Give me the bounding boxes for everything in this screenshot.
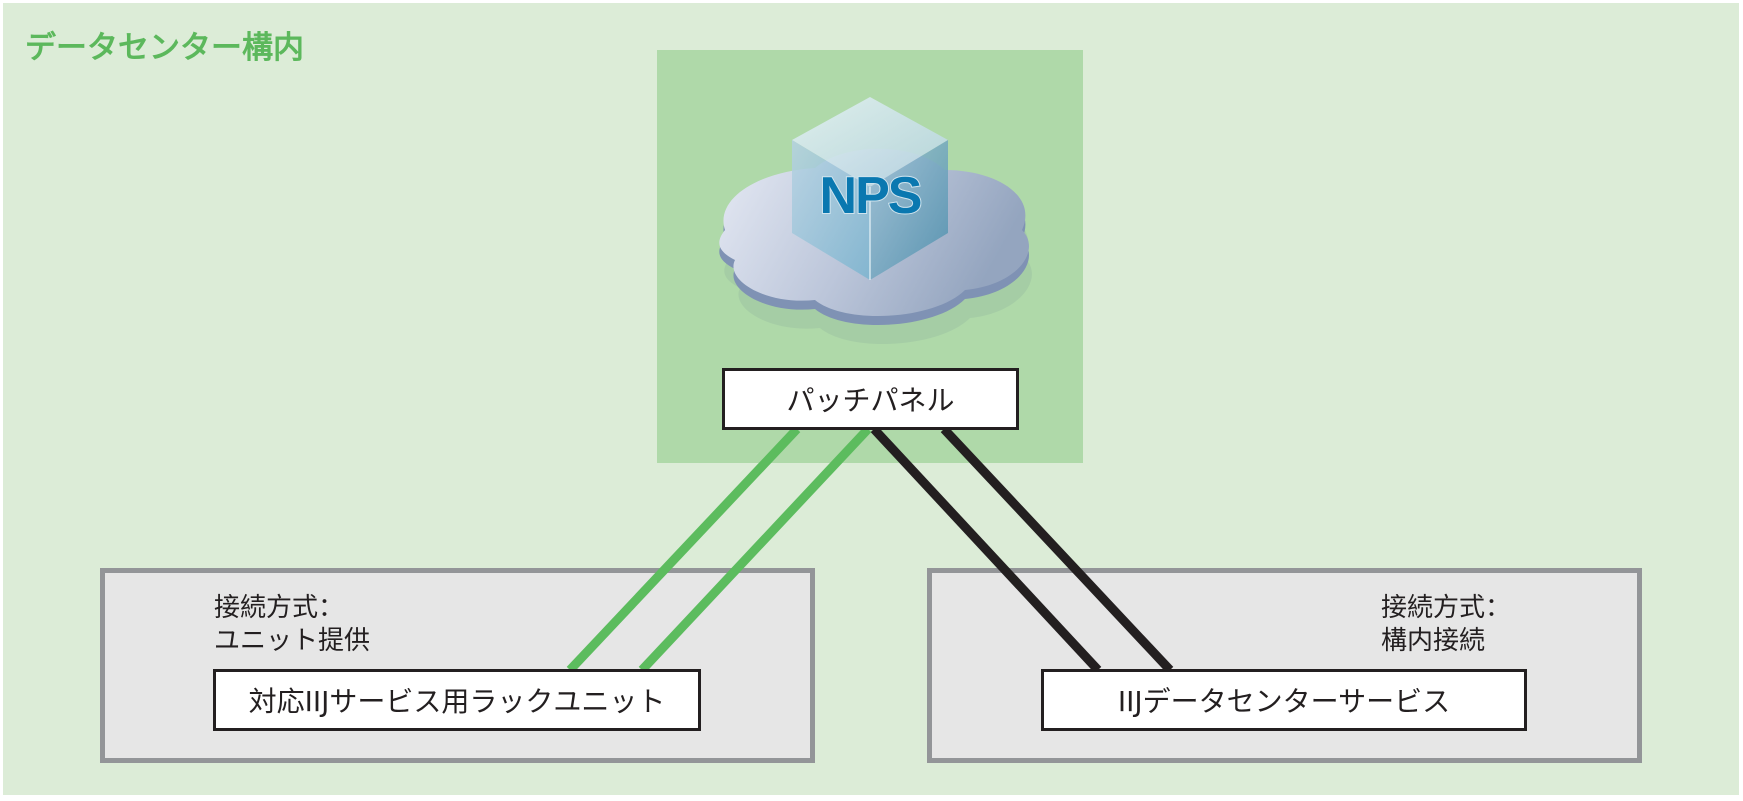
nps-cloud-icon: NPS xyxy=(719,97,1032,345)
datacenter-service-label: IIJデータセンターサービス xyxy=(1117,685,1451,718)
left-connection-method-label: 接続方式： xyxy=(214,593,345,623)
unit-provision-zone xyxy=(100,568,815,763)
cube-right-face xyxy=(870,140,948,280)
right-connection-method: 接続方式： 構内接続 xyxy=(1381,592,1511,658)
zone-title: データセンター構内 xyxy=(25,30,304,66)
patch-panel-label: パッチパネル xyxy=(786,384,955,417)
right-connection-method-label: 接続方式： xyxy=(1381,593,1512,623)
rack-unit-label: 対応IIJサービス用ラックユニット xyxy=(248,685,666,718)
cube-top-face xyxy=(792,97,948,187)
datacenter-service-box: IIJデータセンターサービス xyxy=(1041,669,1527,731)
rack-unit-box: 対応IIJサービス用ラックユニット xyxy=(213,669,701,731)
patch-panel: パッチパネル xyxy=(722,368,1019,430)
left-connection-method: 接続方式： ユニット提供 xyxy=(214,592,370,658)
right-connection-method-value: 構内接続 xyxy=(1381,626,1486,656)
nps-logo-text: NPS xyxy=(820,167,921,225)
cube-left-face xyxy=(792,140,870,280)
left-connection-method-value: ユニット提供 xyxy=(214,626,371,656)
premises-connection-zone xyxy=(927,568,1642,763)
